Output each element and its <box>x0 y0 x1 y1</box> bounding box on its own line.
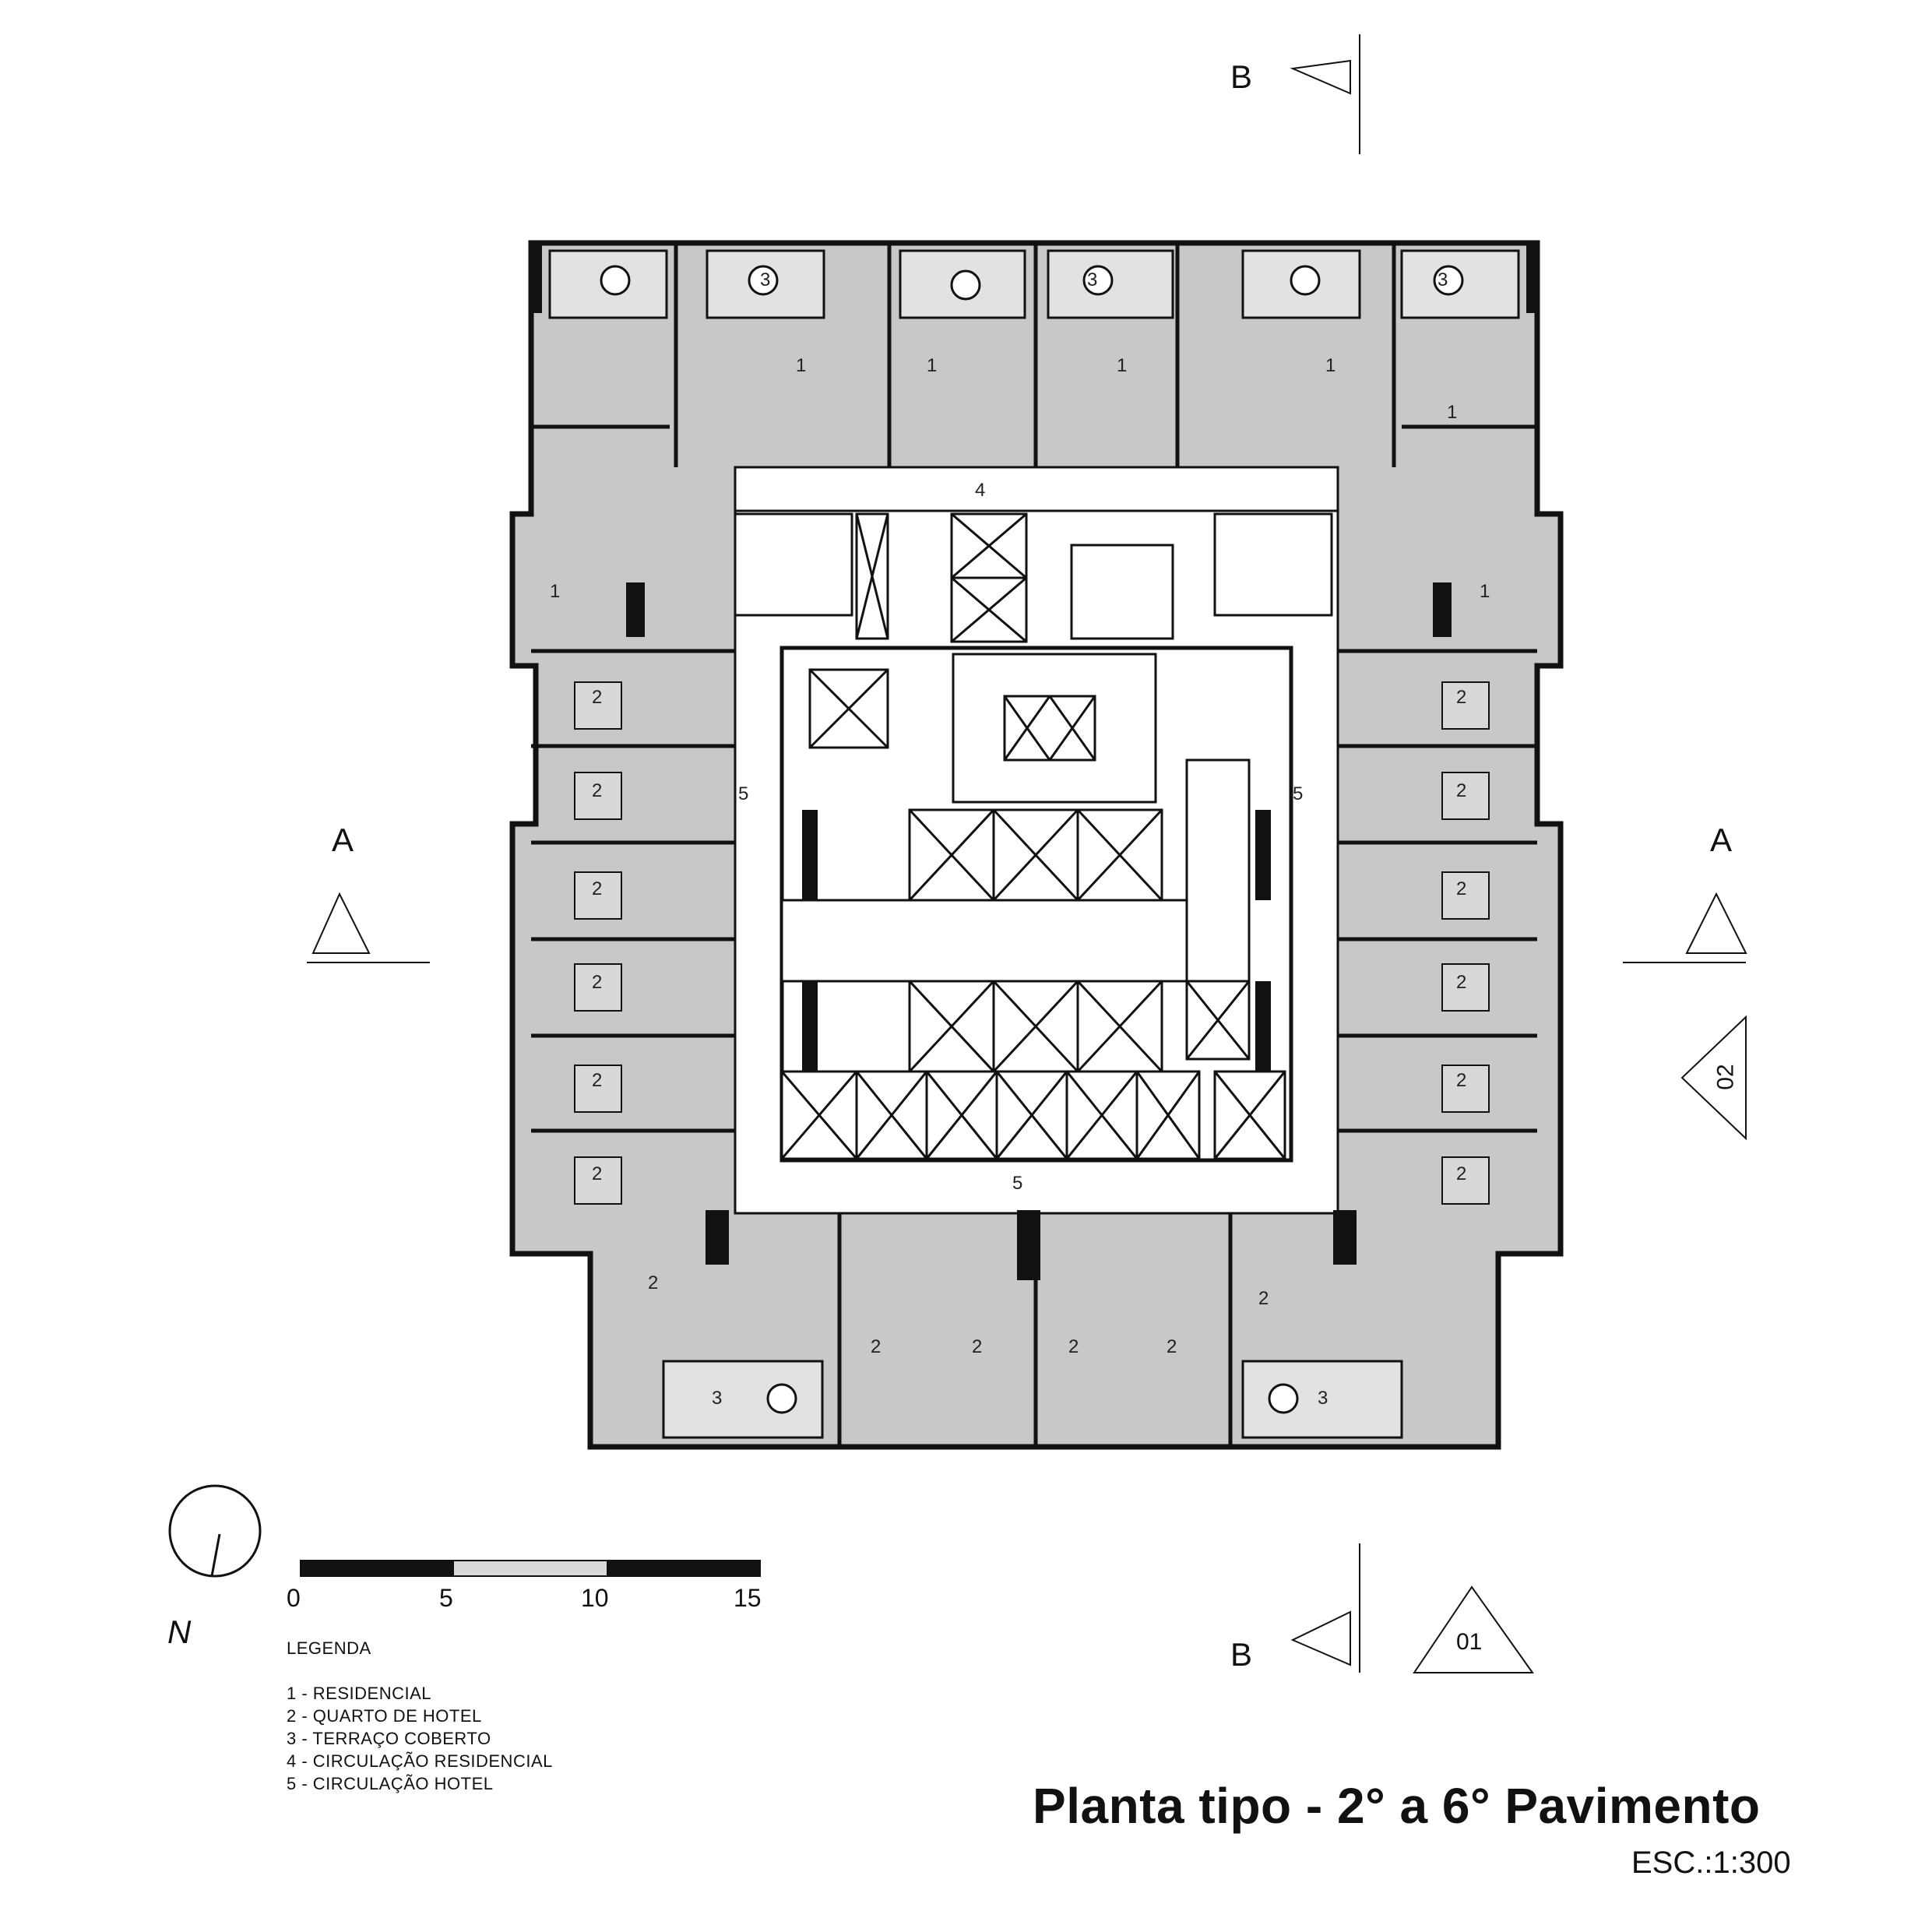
scale-tick: 10 <box>581 1584 609 1612</box>
room-label-3: 3 <box>1087 269 1098 290</box>
legend: LEGENDA 1 - RESIDENCIAL 2 - QUARTO DE HO… <box>287 1637 553 1795</box>
legend-item: 1 - RESIDENCIAL <box>287 1684 431 1703</box>
section-a-right <box>1623 892 1747 963</box>
legend-item: 4 - CIRCULAÇÃO RESIDENCIAL <box>287 1751 553 1771</box>
core-inner-corridor <box>780 899 1188 983</box>
view-ref-01-label: 01 <box>1456 1629 1483 1655</box>
core-vertical-corridor <box>1185 758 1251 983</box>
room-label-2: 2 <box>1068 1336 1079 1357</box>
north-arrow-icon <box>168 1484 262 1578</box>
view-ref-01-marker <box>1413 1585 1534 1673</box>
legend-heading: LEGENDA <box>287 1638 371 1658</box>
room-label-3: 3 <box>712 1388 723 1409</box>
top-stairs <box>734 512 1333 640</box>
left-wing-partitions <box>531 424 735 1133</box>
room-label-5: 5 <box>1012 1173 1023 1194</box>
room-label-2: 2 <box>1456 1070 1467 1091</box>
scale-tick: 15 <box>734 1584 762 1612</box>
right-wing-partitions <box>1338 424 1537 1133</box>
room-label-2: 2 <box>592 878 603 899</box>
view-ref-02-marker <box>1680 1015 1747 1141</box>
section-a-right-label: A <box>1710 822 1733 858</box>
room-label-2: 2 <box>1456 878 1467 899</box>
room-label-2: 2 <box>648 1272 659 1293</box>
view-ref-02-label: 02 <box>1712 1064 1739 1090</box>
shafts-row-2 <box>908 980 1251 1073</box>
room-label-2: 2 <box>1258 1288 1269 1309</box>
room-label-2: 2 <box>592 1070 603 1091</box>
section-a-left <box>307 892 430 963</box>
room-label-5: 5 <box>1293 783 1304 804</box>
room-label-5: 5 <box>738 783 749 804</box>
section-b-bottom-label: B <box>1230 1636 1253 1673</box>
room-label-2: 2 <box>1456 780 1467 801</box>
room-label-1: 1 <box>927 355 938 376</box>
north-label: N <box>167 1614 192 1650</box>
terrace-tables <box>600 265 1464 1414</box>
top-wing-partitions <box>674 243 1396 467</box>
room-label-1: 1 <box>1447 402 1458 423</box>
room-label-2: 2 <box>592 780 603 801</box>
graphic-scale-bar <box>300 1560 761 1577</box>
room-label-1: 1 <box>796 355 807 376</box>
room-label-2: 2 <box>592 972 603 993</box>
legend-item: 2 - QUARTO DE HOTEL <box>287 1706 482 1726</box>
structural-walls <box>531 243 1537 1280</box>
room-label-2: 2 <box>871 1336 882 1357</box>
legend-item: 3 - TERRAÇO COBERTO <box>287 1729 491 1748</box>
room-label-3: 3 <box>1438 269 1448 290</box>
room-label-1: 1 <box>1480 581 1490 602</box>
room-label-2: 2 <box>1167 1336 1177 1357</box>
room-label-3: 3 <box>1318 1388 1328 1409</box>
room-label-1: 1 <box>1325 355 1336 376</box>
room-label-3: 3 <box>760 269 771 290</box>
room-label-2: 2 <box>1456 972 1467 993</box>
room-label-2: 2 <box>592 687 603 708</box>
room-label-1: 1 <box>1117 355 1128 376</box>
room-label-4: 4 <box>975 480 986 501</box>
room-label-2: 2 <box>1456 1163 1467 1184</box>
scale-tick: 0 <box>287 1584 301 1612</box>
drawing-scale: ESC.:1:300 <box>1631 1846 1791 1880</box>
drawing-title: Planta tipo - 2° a 6° Pavimento <box>1033 1778 1761 1834</box>
section-b-top <box>1290 34 1360 154</box>
core-elevators <box>808 512 1028 749</box>
room-label-2: 2 <box>1456 687 1467 708</box>
section-b-bottom <box>1290 1543 1360 1673</box>
section-a-left-label: A <box>332 822 354 858</box>
shafts-row-1 <box>908 808 1163 902</box>
central-stair <box>952 653 1157 804</box>
section-b-top-label: B <box>1230 58 1253 95</box>
scale-tick: 5 <box>439 1584 453 1612</box>
hotel-beds <box>574 681 1490 1205</box>
legend-item: 5 - CIRCULAÇÃO HOTEL <box>287 1774 494 1793</box>
room-label-2: 2 <box>972 1336 983 1357</box>
room-label-2: 2 <box>592 1163 603 1184</box>
shafts-row-3 <box>780 1070 1286 1160</box>
terraces <box>548 249 1520 1439</box>
room-label-1: 1 <box>550 581 561 602</box>
residential-corridor <box>734 466 1339 512</box>
